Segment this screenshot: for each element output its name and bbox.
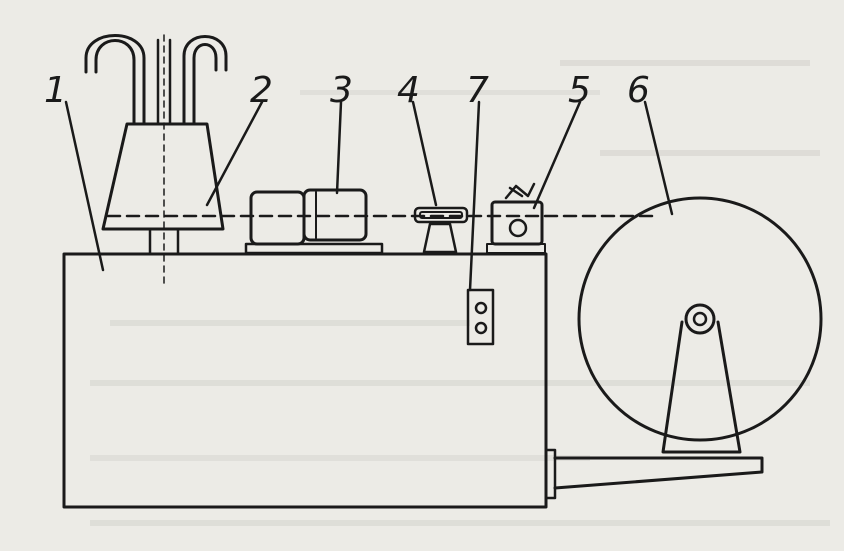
leader-lines xyxy=(64,100,674,292)
callout-6: 6 xyxy=(627,70,650,111)
callout-7: 7 xyxy=(466,70,489,111)
callout-1: 1 xyxy=(44,70,67,111)
callout-2: 2 xyxy=(250,70,273,111)
housing-side-flange xyxy=(544,448,557,500)
drive-unit xyxy=(244,188,384,255)
callout-3: 3 xyxy=(330,70,353,111)
take-up-reel xyxy=(553,196,823,490)
callout-4: 4 xyxy=(397,70,420,111)
callout-labels: 1 2 3 4 7 5 6 xyxy=(44,70,650,111)
clamp-assembly xyxy=(486,182,546,254)
callout-5: 5 xyxy=(568,70,591,111)
conical-tank xyxy=(84,34,228,286)
background-print-texture xyxy=(90,60,830,526)
guide-roller xyxy=(413,206,469,254)
control-panel xyxy=(466,288,495,346)
